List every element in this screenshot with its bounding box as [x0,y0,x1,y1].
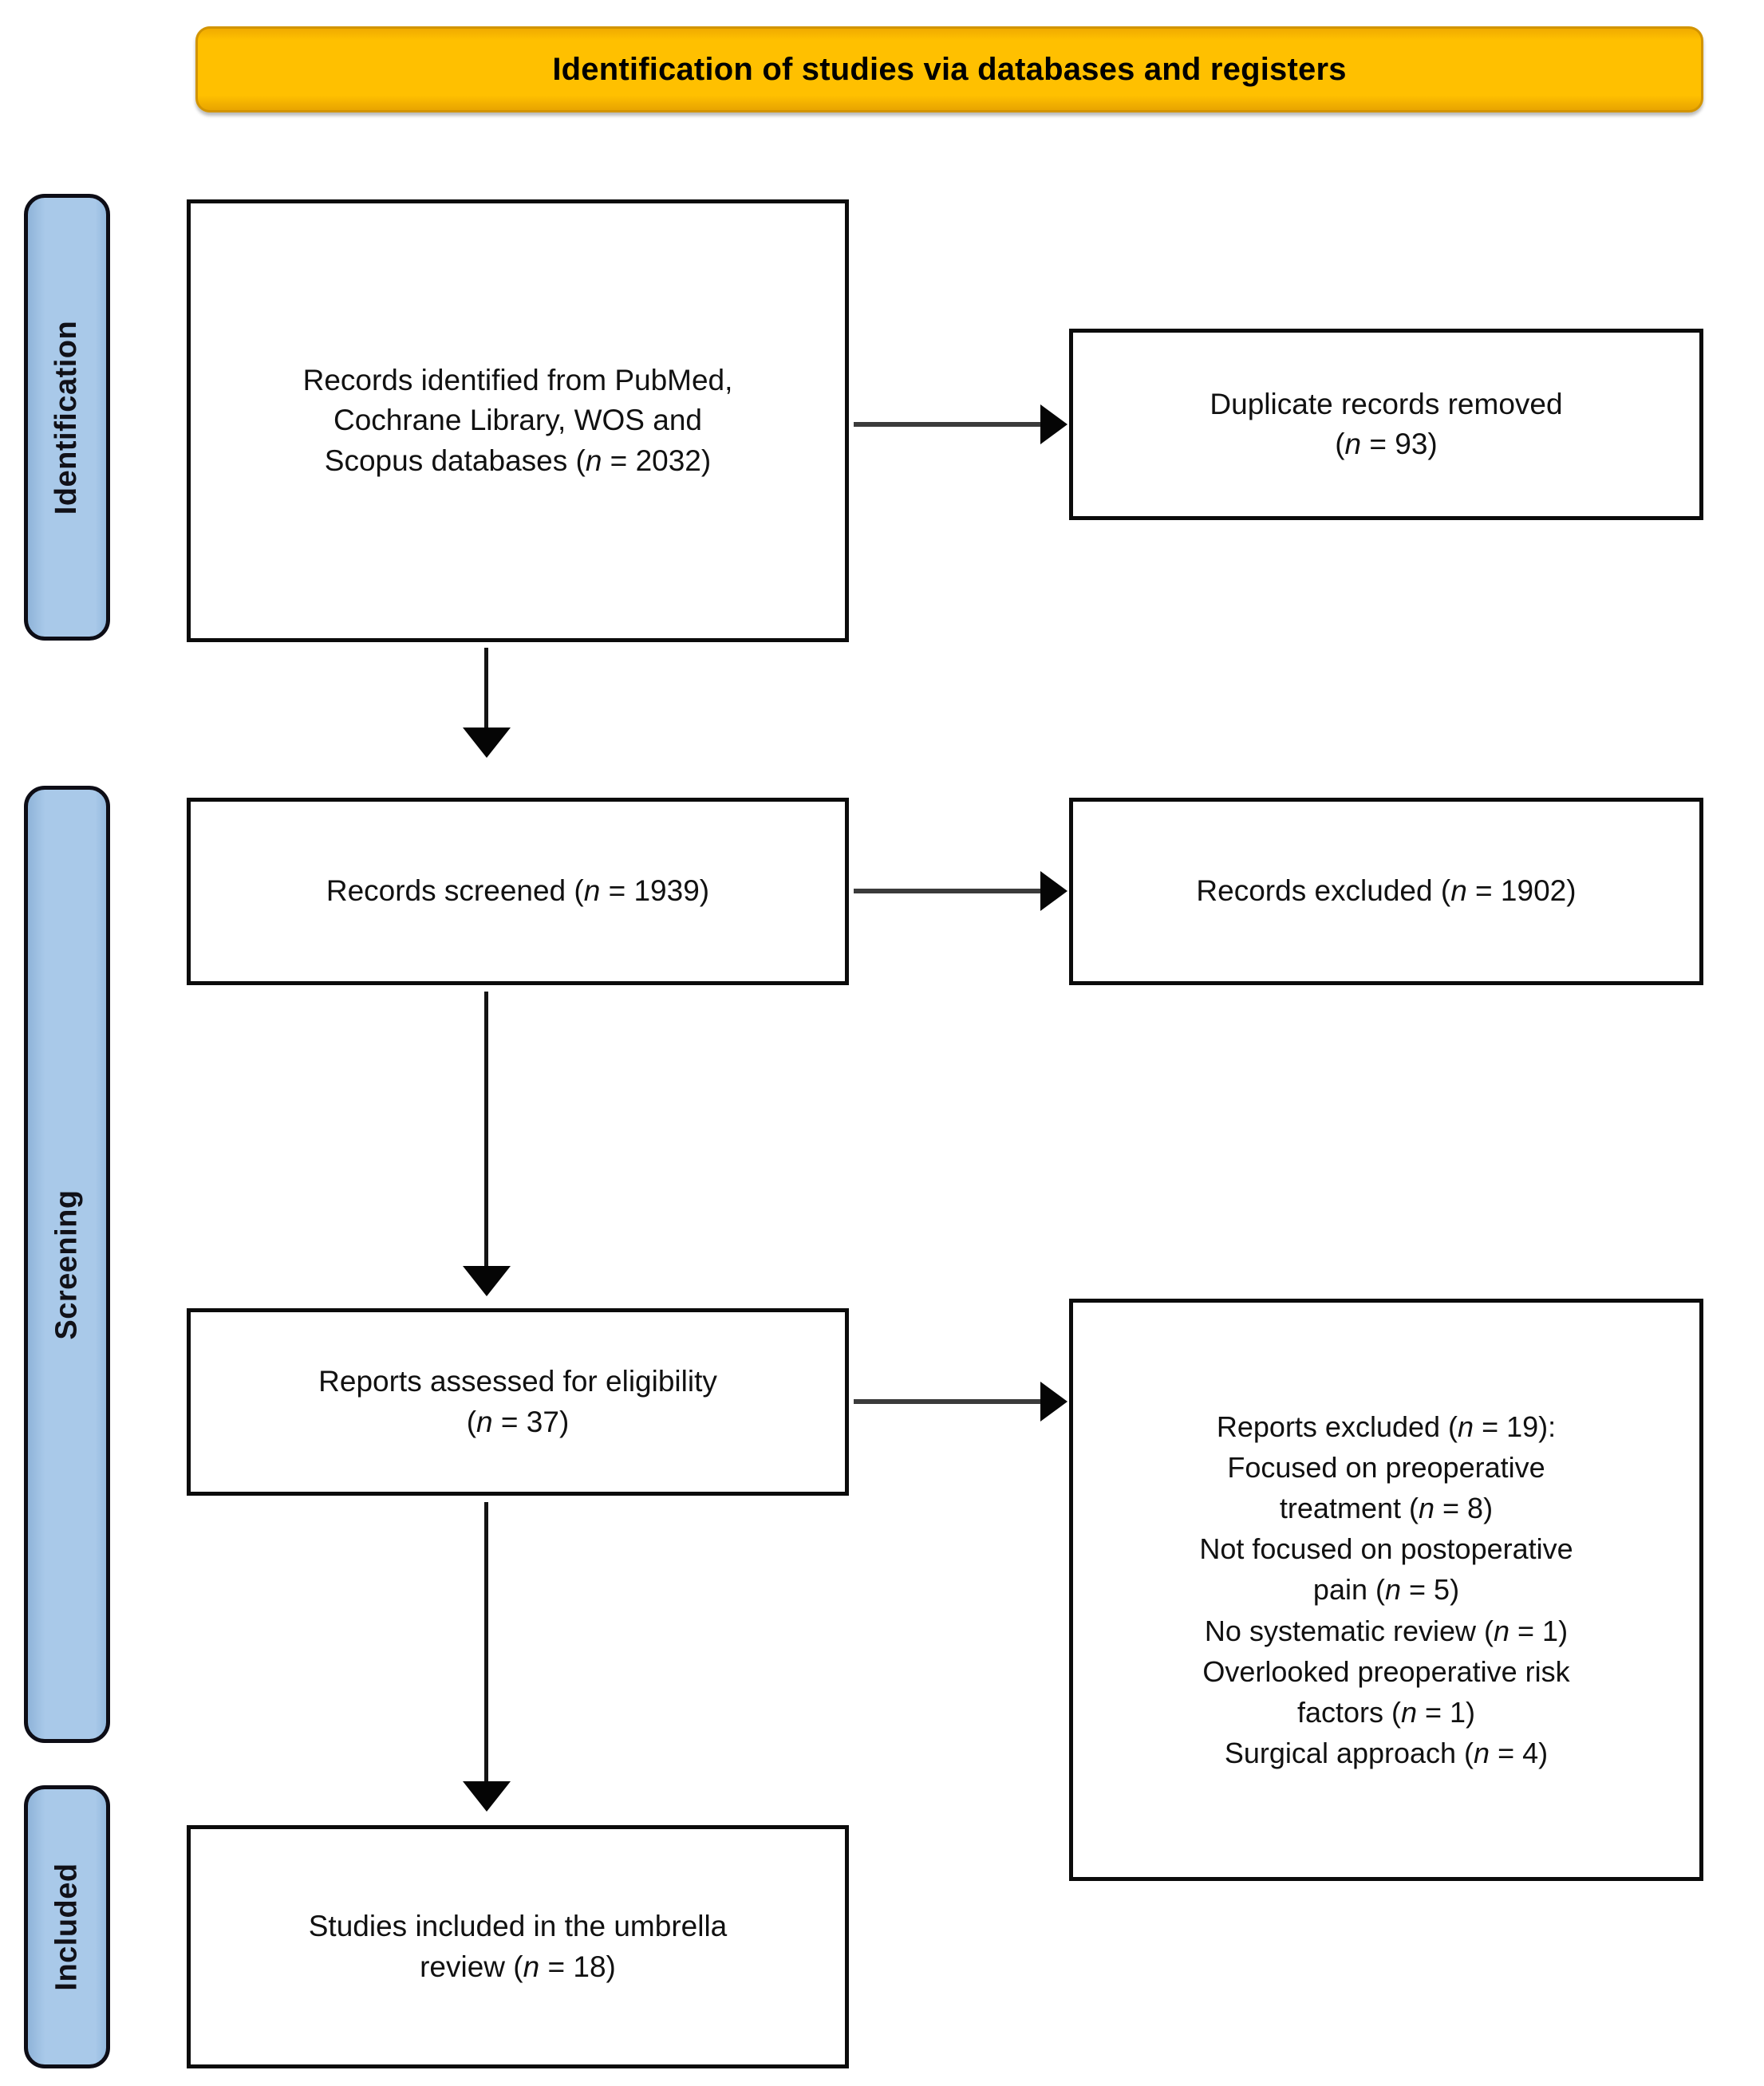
reason-4-line-b: Surgical approach ( [1224,1736,1474,1769]
records-identified-line2: Cochrane Library, WOS and [333,404,702,437]
reports-excluded-heading-prefix: Reports excluded ( [1216,1410,1458,1443]
n-symbol: n [1344,428,1362,460]
arrow-identified-to-screened [484,648,488,734]
box-records-screened: Records screened (n = 1939) [187,798,849,985]
n-symbol: n [1494,1614,1510,1647]
reason-0-line-a: Focused on preoperative [1227,1451,1545,1485]
box-records-excluded: Records excluded (n = 1902) [1069,798,1703,985]
n-symbol: n [1400,1695,1417,1729]
arrow-screened-to-excluded [854,889,1047,893]
arrow-screened-to-assessed [484,992,488,1272]
stage-label-screening: Screening [49,1189,84,1340]
duplicates-line2-prefix: ( [1335,428,1345,460]
assessed-line1: Reports assessed for eligibility [318,1365,717,1398]
excluded-prefix: Records excluded ( [1196,874,1451,908]
included-line1: Studies included in the umbrella [308,1910,728,1943]
arrow-assessed-to-reports-excluded [854,1399,1047,1404]
n-symbol: n [1474,1736,1490,1769]
box-records-screened-text: Records screened (n = 1939) [326,871,709,911]
reason-2-line-b: No systematic review ( [1204,1614,1494,1647]
box-reports-excluded-reasons-text: Reports excluded (n = 19): Focused on pr… [1199,1406,1573,1773]
box-records-excluded-text: Records excluded (n = 1902) [1196,871,1576,911]
reason-1-line-a: Not focused on postoperative [1199,1532,1573,1566]
n-symbol: n [1418,1492,1435,1525]
stage-label-identification: Identification [49,320,84,515]
included-line2-prefix: review ( [420,1950,523,1983]
included-line2-suffix: = 18) [539,1950,616,1983]
box-duplicate-records-removed-text: Duplicate records removed (n = 93) [1210,384,1562,465]
diagram-header-banner: Identification of studies via databases … [195,26,1703,112]
page-title: Identification of studies via databases … [552,51,1347,87]
reason-1-line-c: = 5) [1401,1573,1460,1607]
box-reports-assessed: Reports assessed for eligibility (n = 37… [187,1308,849,1496]
n-symbol: n [523,1950,540,1983]
assessed-line2-suffix: = 37) [492,1405,570,1438]
reason-3-line-a: Overlooked preoperative risk [1202,1654,1570,1688]
reason-2-line-c: = 1) [1509,1614,1569,1647]
box-studies-included: Studies included in the umbrella review … [187,1825,849,2068]
stage-bar-included: Included [24,1785,110,2068]
n-symbol: n [1384,1573,1402,1607]
stage-label-included: Included [49,1863,84,1991]
duplicates-line2-suffix: = 93) [1361,428,1438,460]
n-symbol: n [476,1405,493,1438]
reason-4-line-c: = 4) [1490,1736,1549,1769]
excluded-suffix: = 1902) [1466,874,1577,908]
stage-bar-identification: Identification [24,194,110,641]
arrow-assessed-to-included [484,1502,488,1788]
n-symbol: n [585,444,602,477]
reason-0-line-c: = 8) [1434,1492,1494,1525]
reason-1-line-b: pain ( [1312,1573,1385,1607]
stage-bar-screening: Screening [24,786,110,1743]
box-reports-assessed-text: Reports assessed for eligibility (n = 37… [318,1362,717,1442]
n-symbol: n [1458,1410,1474,1443]
box-records-identified-text: Records identified from PubMed, Cochrane… [303,361,733,481]
reason-0-line-b: treatment ( [1279,1492,1419,1525]
records-identified-line3-prefix: Scopus databases ( [324,444,586,477]
records-identified-line1: Records identified from PubMed, [302,364,733,397]
box-studies-included-text: Studies included in the umbrella review … [309,1907,728,1987]
reason-3-line-b: factors ( [1296,1695,1401,1729]
n-symbol: n [583,874,601,908]
reason-3-line-c: = 1) [1417,1695,1476,1729]
screened-suffix: = 1939) [600,874,710,908]
box-reports-excluded-reasons: Reports excluded (n = 19): Focused on pr… [1069,1299,1703,1881]
arrow-identified-to-duplicates [854,422,1047,427]
reports-excluded-heading-suffix: = 19): [1474,1410,1557,1443]
n-symbol: n [1450,874,1467,908]
records-identified-line3-suffix: = 2032) [602,444,712,477]
assessed-line2-prefix: ( [466,1405,477,1438]
box-duplicate-records-removed: Duplicate records removed (n = 93) [1069,329,1703,520]
box-records-identified: Records identified from PubMed, Cochrane… [187,199,849,642]
screened-prefix: Records screened ( [326,874,584,908]
duplicates-line1: Duplicate records removed [1210,387,1563,420]
